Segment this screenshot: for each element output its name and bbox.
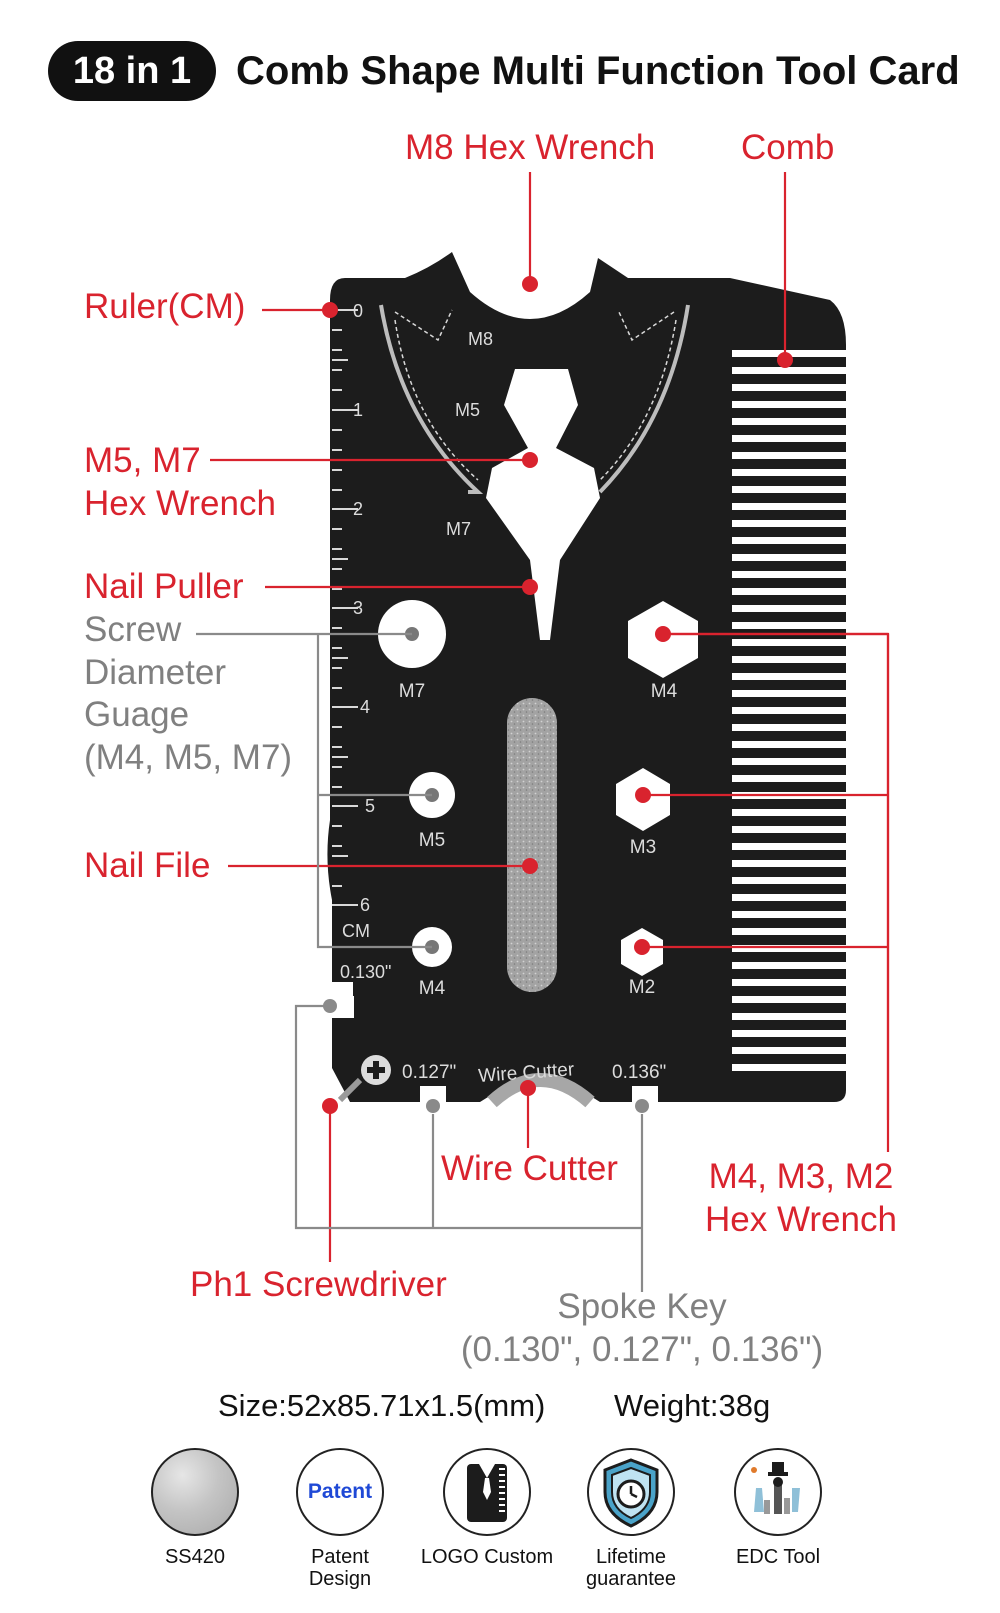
feature-logo-custom-label: LOGO Custom [420, 1546, 554, 1568]
lapel-right [598, 304, 690, 494]
label-screw-gauge-line1: Screw [84, 610, 182, 649]
spoke-notch-0130 [330, 996, 354, 1018]
screwdriver-edge [337, 1077, 363, 1103]
shield-clock-icon [587, 1448, 675, 1536]
nail-file [507, 698, 557, 992]
hex-label-m4: M4 [651, 681, 678, 702]
callout-dot-m5m7 [522, 452, 538, 468]
label-nail-file: Nail File [84, 846, 211, 885]
label-hex-m4-m3-m2: M4, M3, M2 Hex Wrench [705, 1156, 897, 1241]
lapel-right-stitch [599, 309, 677, 481]
steel-texture-icon [151, 1448, 239, 1536]
ruler-unit: CM [342, 921, 370, 941]
ruler-label-3: 3 [353, 598, 363, 618]
card-body [327, 252, 846, 1102]
page-title: Comb Shape Multi Function Tool Card [236, 49, 960, 93]
callout-dot-wire-cutter [520, 1080, 536, 1096]
specs-row: Size:52x85.71x1.5(mm) Weight:38g [0, 1388, 1000, 1434]
label-comb: Comb [741, 128, 835, 167]
callout-dot-spoke-0127 [426, 1099, 440, 1113]
tie-label-m7: M7 [446, 519, 471, 539]
tie-label-m5: M5 [455, 400, 480, 420]
edc-tools-icon [734, 1448, 822, 1536]
spoke-label-0127: 0.127" [402, 1062, 456, 1083]
feature-ss420: SS420 [120, 1448, 270, 1568]
callout-dot-m8 [522, 276, 538, 292]
title-badge-text: 18 in 1 [72, 49, 192, 92]
callout-dot-hex-m3 [635, 787, 651, 803]
tie-label-m8: M8 [468, 329, 493, 349]
hole-label-m5: M5 [419, 830, 445, 851]
patent-icon: Patent [296, 1448, 384, 1536]
title-badge: 18 in 1 [48, 41, 216, 101]
feature-edc-tool: EDC Tool [703, 1448, 853, 1568]
spoke-notch-0136 [632, 1086, 658, 1104]
spoke-label-0136: 0.136" [612, 1062, 666, 1083]
feature-lifetime-label: Lifetime guarantee [556, 1546, 706, 1590]
label-m5-m7-line1: M5, M7 [84, 441, 201, 480]
feature-lifetime-label-line1: Lifetime [595, 1546, 667, 1568]
label-ruler-cm: Ruler(CM) [84, 287, 246, 326]
label-m5-m7-line2: Hex Wrench [84, 483, 276, 523]
feature-lifetime-label-line2: guarantee [585, 1568, 677, 1590]
hex-label-m2: M2 [629, 977, 655, 998]
callout-dot-spoke-0136 [635, 1099, 649, 1113]
tool-card-icon [443, 1448, 531, 1536]
ruler-label-0: 0 [353, 301, 363, 321]
ruler-label-6: 6 [360, 895, 370, 915]
label-m8-hex-wrench: M8 Hex Wrench [405, 128, 656, 167]
feature-patent-label-line2: Design [308, 1568, 372, 1590]
ruler-label-1: 1 [353, 400, 363, 420]
label-screw-gauge-line4: (M4, M5, M7) [84, 738, 293, 778]
label-hex-m4-m3-m2-line1: M4, M3, M2 [708, 1157, 894, 1196]
tool-card-diagram: 0 1 2 3 4 5 6 CM 0.130" M8 M5 M7 M7 M5 M… [196, 172, 890, 1292]
ruler-label-2: 2 [353, 499, 363, 519]
spec-size: Size:52x85.71x1.5(mm) [218, 1388, 546, 1423]
spec-weight: Weight:38g [614, 1388, 771, 1423]
tie-hex-cutouts [486, 369, 600, 640]
label-spoke-key-line1: Spoke Key [557, 1287, 727, 1326]
hole-label-m4: M4 [419, 978, 446, 999]
callout-line-screw-gauge-bracket [316, 634, 432, 949]
lapel-left-stitch [394, 309, 479, 481]
label-screw-gauge: Screw Diameter Guage (M4, M5, M7) [84, 609, 292, 780]
feature-edc-tool-label: EDC Tool [735, 1546, 821, 1568]
wire-cutter-arc [487, 1073, 595, 1108]
ruler-label-4: 4 [360, 697, 370, 717]
label-wire-cutter: Wire Cutter [441, 1149, 618, 1188]
label-screw-gauge-line2: Diameter [84, 652, 226, 692]
spoke-notch-0127 [420, 1086, 446, 1104]
feature-patent-label: Patent Design [265, 1546, 415, 1590]
label-ph1-screwdriver: Ph1 Screwdriver [190, 1265, 447, 1304]
patent-badge-text: Patent [307, 1480, 373, 1503]
label-screw-gauge-line3: Guage [84, 695, 190, 735]
callout-dot-nail-file [522, 858, 538, 874]
feature-ss420-label: SS420 [164, 1546, 226, 1568]
label-m5-m7: M5, M7 Hex Wrench [84, 440, 276, 525]
hole-label-m7: M7 [399, 681, 425, 702]
ruler-label-5: 5 [365, 796, 375, 816]
callout-dot-ph1 [322, 1098, 338, 1114]
lapel-left [379, 304, 484, 494]
callout-dot-ruler [322, 302, 338, 318]
hex-label-m3: M3 [630, 837, 656, 858]
phillips-icon-bar-v [373, 1061, 379, 1079]
callout-dot-nail-puller [522, 579, 538, 595]
callout-dot-hex-m2 [634, 939, 650, 955]
callout-dot-comb [777, 352, 793, 368]
comb-teeth [732, 350, 846, 1071]
feature-patent-label-line1: Patent [311, 1546, 369, 1568]
ruler-ticks [332, 309, 358, 906]
callout-dot-hex-m4 [655, 626, 671, 642]
label-hex-m4-m3-m2-line2: Hex Wrench [705, 1199, 897, 1239]
feature-logo-custom: LOGO Custom [412, 1448, 562, 1568]
label-nail-puller: Nail Puller [84, 567, 244, 606]
label-spoke-key-line2: (0.130", 0.127", 0.136") [460, 1329, 824, 1369]
label-spoke-key: Spoke Key (0.130", 0.127", 0.136") [442, 1286, 842, 1371]
spoke-label-0130: 0.130" [340, 962, 391, 982]
callout-dot-spoke-0130 [323, 999, 337, 1013]
callout-line-spoke-group [294, 1004, 642, 1230]
feature-patent: Patent Patent Design [265, 1448, 415, 1590]
feature-lifetime-guarantee: Lifetime guarantee [556, 1448, 706, 1590]
